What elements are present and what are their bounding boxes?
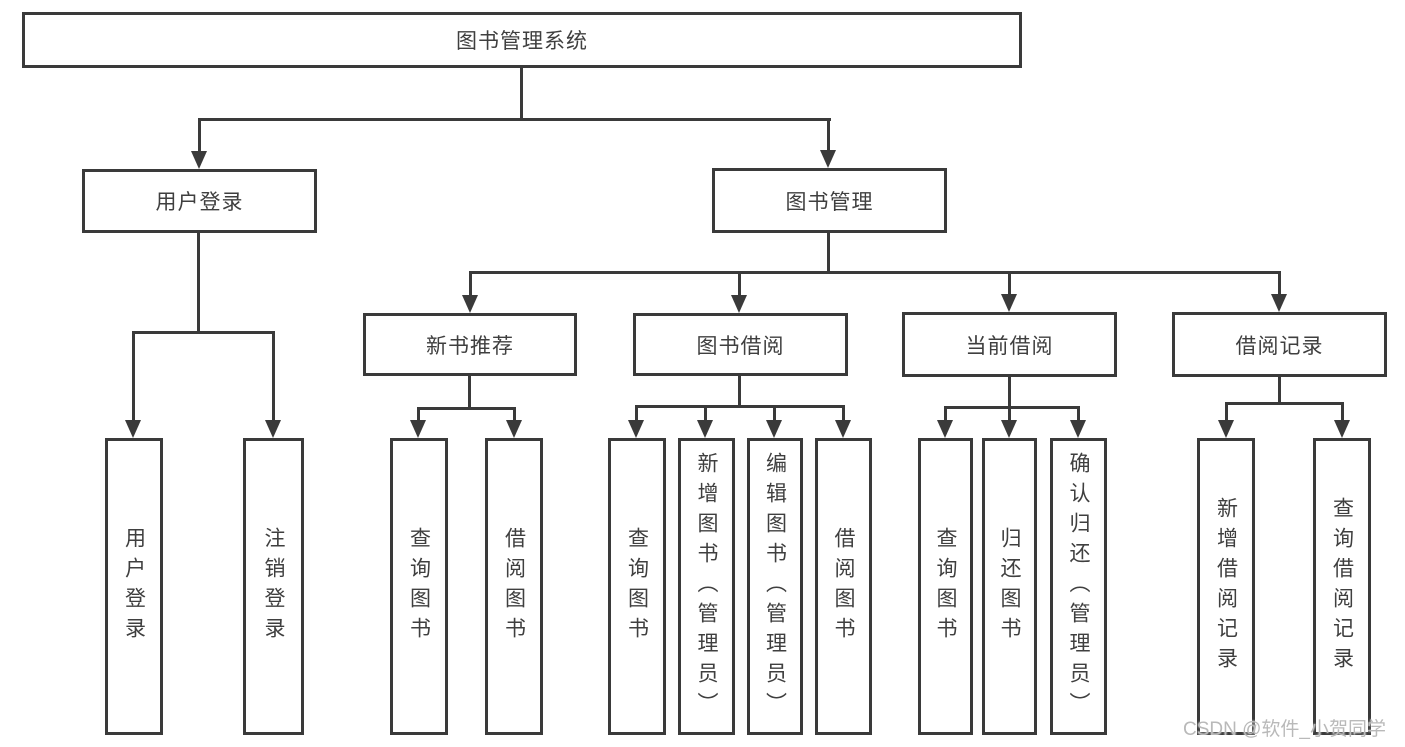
arrowhead-icon (265, 420, 281, 438)
connector-line (1225, 402, 1344, 405)
connector-line (827, 121, 830, 151)
leaf-query-books-2-label: 查询图书 (625, 526, 649, 647)
connector-line (1008, 274, 1011, 295)
leaf-user-login: 用户登录 (105, 438, 163, 735)
arrowhead-icon (1070, 420, 1086, 438)
leaf-confirm-return-admin: 确认归还（管理员） (1050, 438, 1107, 735)
node-current-borrowing: 当前借阅 (902, 312, 1117, 377)
connector-line (468, 376, 471, 409)
connector-line (635, 405, 845, 408)
leaf-edit-books-admin: 编辑图书（管理员） (747, 438, 803, 735)
leaf-add-borrow-record: 新增借阅记录 (1197, 438, 1255, 735)
node-current-borrowing-label: 当前借阅 (965, 334, 1054, 358)
arrowhead-icon (628, 420, 644, 438)
arrowhead-icon (835, 420, 851, 438)
node-book-management-label: 图书管理 (785, 190, 874, 214)
node-book-management: 图书管理 (712, 168, 947, 233)
leaf-borrow-books-2-label: 借阅图书 (832, 526, 855, 647)
connector-line (944, 409, 947, 422)
connector-line (738, 376, 741, 407)
leaf-query-books-3: 查询图书 (918, 438, 973, 735)
arrowhead-icon (1001, 420, 1017, 438)
arrowhead-icon (506, 420, 522, 438)
leaf-query-borrow-record: 查询借阅记录 (1313, 438, 1371, 735)
node-root: 图书管理系统 (22, 12, 1022, 68)
node-new-book-recommendation: 新书推荐 (363, 313, 577, 376)
arrowhead-icon (1334, 420, 1350, 438)
arrowhead-icon (125, 420, 141, 438)
connector-line (1278, 274, 1281, 295)
arrowhead-icon (766, 420, 782, 438)
connector-line (198, 118, 831, 121)
arrowhead-icon (731, 295, 747, 313)
connector-line (944, 406, 1080, 409)
leaf-query-books-3-label: 查询图书 (934, 526, 957, 647)
connector-line (417, 407, 516, 410)
node-borrowing-records: 借阅记录 (1172, 312, 1387, 377)
connector-line (198, 121, 201, 152)
leaf-borrow-books-1-label: 借阅图书 (502, 526, 526, 647)
arrowhead-icon (697, 420, 713, 438)
leaf-query-books-1: 查询图书 (390, 438, 448, 735)
connector-line (1077, 409, 1080, 422)
leaf-query-borrow-record-label: 查询借阅记录 (1330, 496, 1354, 677)
arrowhead-icon (937, 420, 953, 438)
connector-line (1008, 377, 1011, 406)
arrowhead-icon (820, 150, 836, 168)
leaf-edit-books-admin-label: 编辑图书（管理员） (763, 451, 787, 722)
leaf-confirm-return-admin-label: 确认归还（管理员） (1067, 451, 1090, 722)
arrowhead-icon (462, 295, 478, 313)
connector-line (827, 233, 830, 273)
leaf-add-books-admin: 新增图书（管理员） (678, 438, 735, 735)
connector-line (417, 410, 420, 422)
connector-line (520, 68, 523, 120)
leaf-logout: 注销登录 (243, 438, 304, 735)
connector-line (513, 410, 516, 422)
connector-line (1278, 377, 1281, 404)
leaf-logout-label: 注销登录 (262, 526, 285, 647)
leaf-borrow-books-2: 借阅图书 (815, 438, 872, 735)
node-book-borrowing: 图书借阅 (633, 313, 848, 376)
connector-line (132, 334, 135, 421)
node-root-label: 图书管理系统 (456, 30, 588, 53)
leaf-query-books-2: 查询图书 (608, 438, 666, 735)
connector-line (635, 408, 638, 422)
connector-line (738, 274, 741, 296)
node-borrowing-records-label: 借阅记录 (1235, 334, 1324, 358)
arrowhead-icon (1218, 420, 1234, 438)
connector-line (272, 334, 275, 421)
connector-line (469, 271, 1281, 274)
connector-line (469, 274, 472, 296)
connector-line (773, 408, 776, 422)
leaf-add-books-admin-label: 新增图书（管理员） (695, 451, 718, 722)
arrowhead-icon (191, 151, 207, 169)
arrowhead-icon (1271, 294, 1287, 312)
leaf-query-books-1-label: 查询图书 (407, 526, 431, 647)
watermark: CSDN @软件_小贺同学 (1183, 719, 1386, 740)
connector-line (842, 408, 845, 422)
leaf-borrow-books-1: 借阅图书 (485, 438, 543, 735)
node-new-book-recommendation-label: 新书推荐 (426, 334, 514, 358)
node-book-borrowing-label: 图书借阅 (696, 334, 785, 358)
arrowhead-icon (410, 420, 426, 438)
connector-line (197, 233, 200, 333)
leaf-add-borrow-record-label: 新增借阅记录 (1214, 496, 1238, 677)
connector-line (1225, 405, 1228, 422)
connector-line (704, 408, 707, 422)
connector-line (1008, 409, 1011, 422)
connector-line (132, 331, 275, 334)
node-user-login: 用户登录 (82, 169, 317, 233)
leaf-return-books: 归还图书 (982, 438, 1037, 735)
arrowhead-icon (1001, 294, 1017, 312)
connector-line (1341, 405, 1344, 422)
leaf-user-login-label: 用户登录 (122, 526, 146, 647)
node-user-login-label: 用户登录 (155, 191, 244, 214)
leaf-return-books-label: 归还图书 (998, 526, 1021, 647)
